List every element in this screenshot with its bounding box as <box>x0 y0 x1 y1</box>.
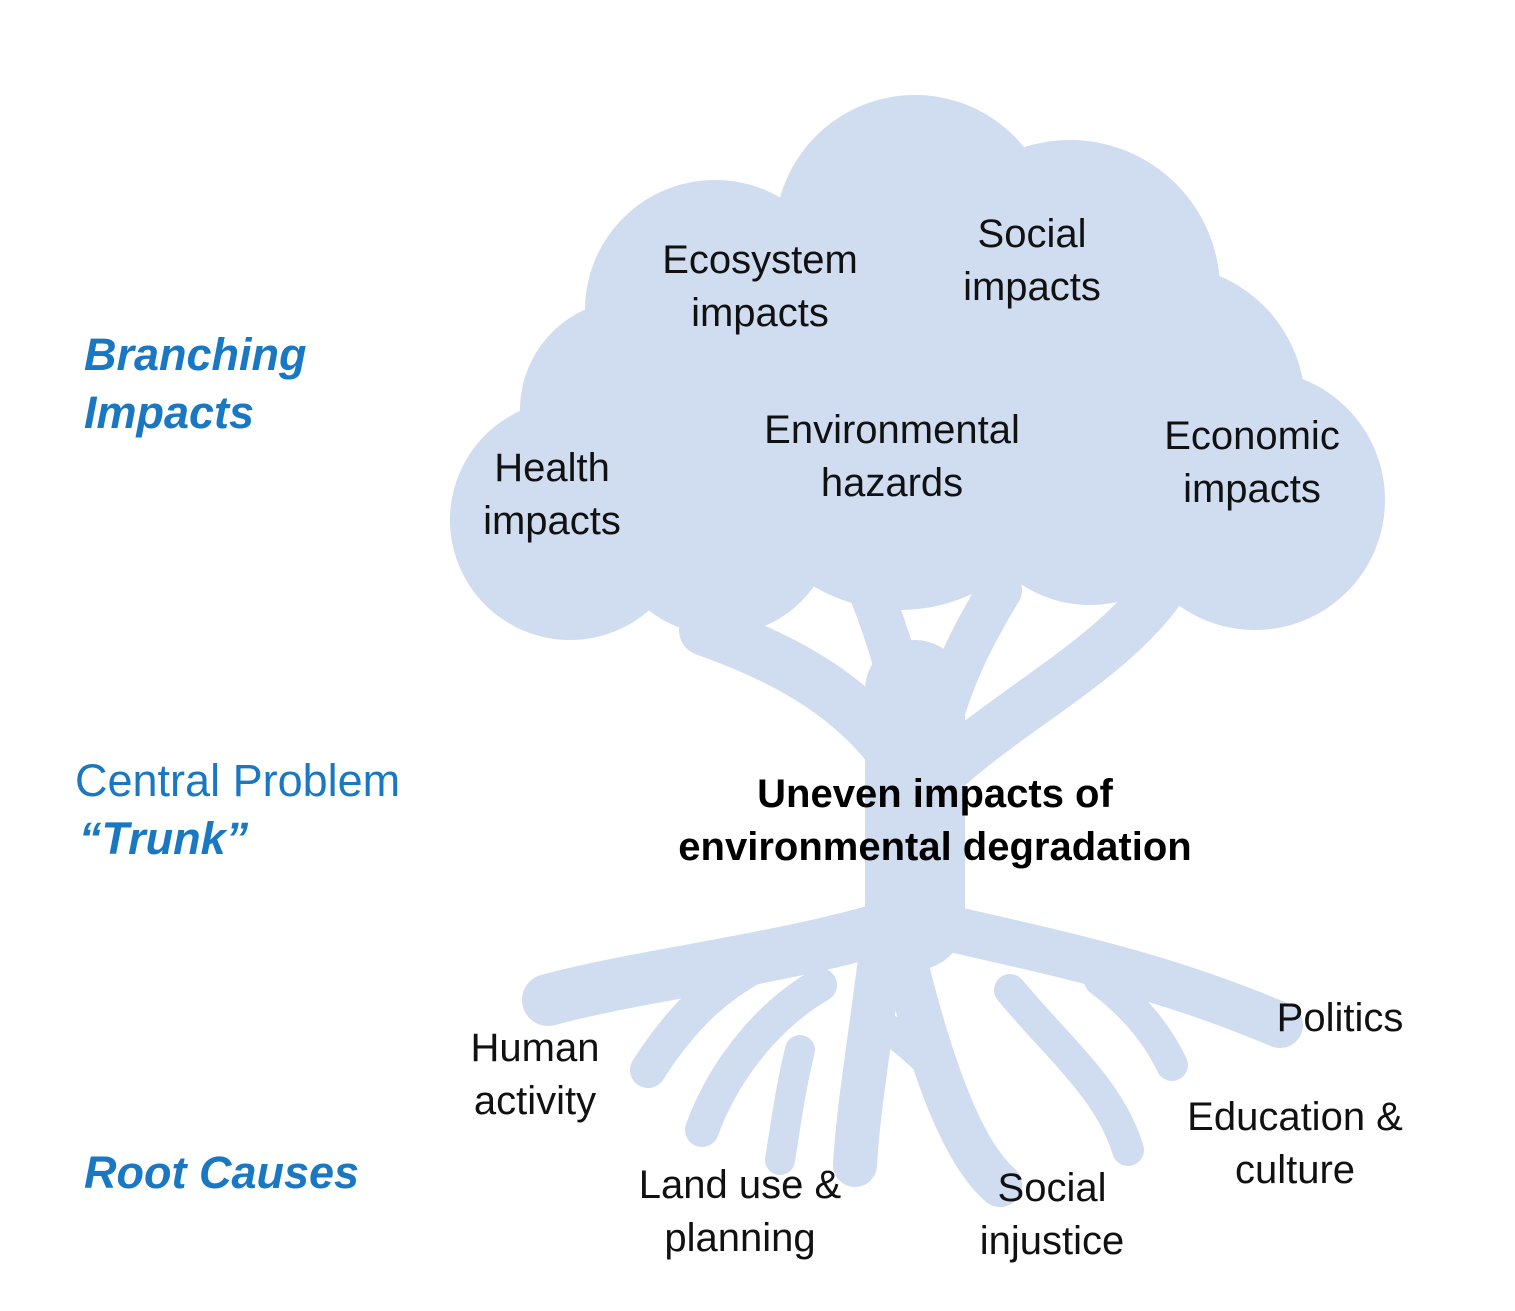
cause-education-culture: Education & culture <box>1187 1095 1403 1192</box>
side-label-central-problem: Central Problem “Trunk” <box>75 755 401 864</box>
side-label-root-causes: Root Causes <box>84 1147 360 1198</box>
tree-trunk-branches <box>679 565 1185 970</box>
side-label-branching-impacts: Branching Impacts <box>84 329 307 438</box>
impact-health: Health impacts <box>483 446 621 543</box>
cause-social-injustice: Social injustice <box>979 1166 1125 1263</box>
cause-land-use-planning: Land use & planning <box>638 1163 842 1260</box>
impact-economic: Economic impacts <box>1164 414 1340 511</box>
tree-crown <box>450 95 1385 640</box>
impact-social: Social impacts <box>963 212 1101 309</box>
central-problem-label: Uneven impacts of environmental degradat… <box>678 772 1192 869</box>
cause-human-activity: Human activity <box>470 1026 600 1123</box>
impact-environmental-hazards: Environmental hazards <box>764 408 1020 505</box>
cause-politics: Politics <box>1276 996 1404 1040</box>
tree-roots <box>522 899 1303 1207</box>
impact-ecosystem: Ecosystem impacts <box>662 238 858 335</box>
